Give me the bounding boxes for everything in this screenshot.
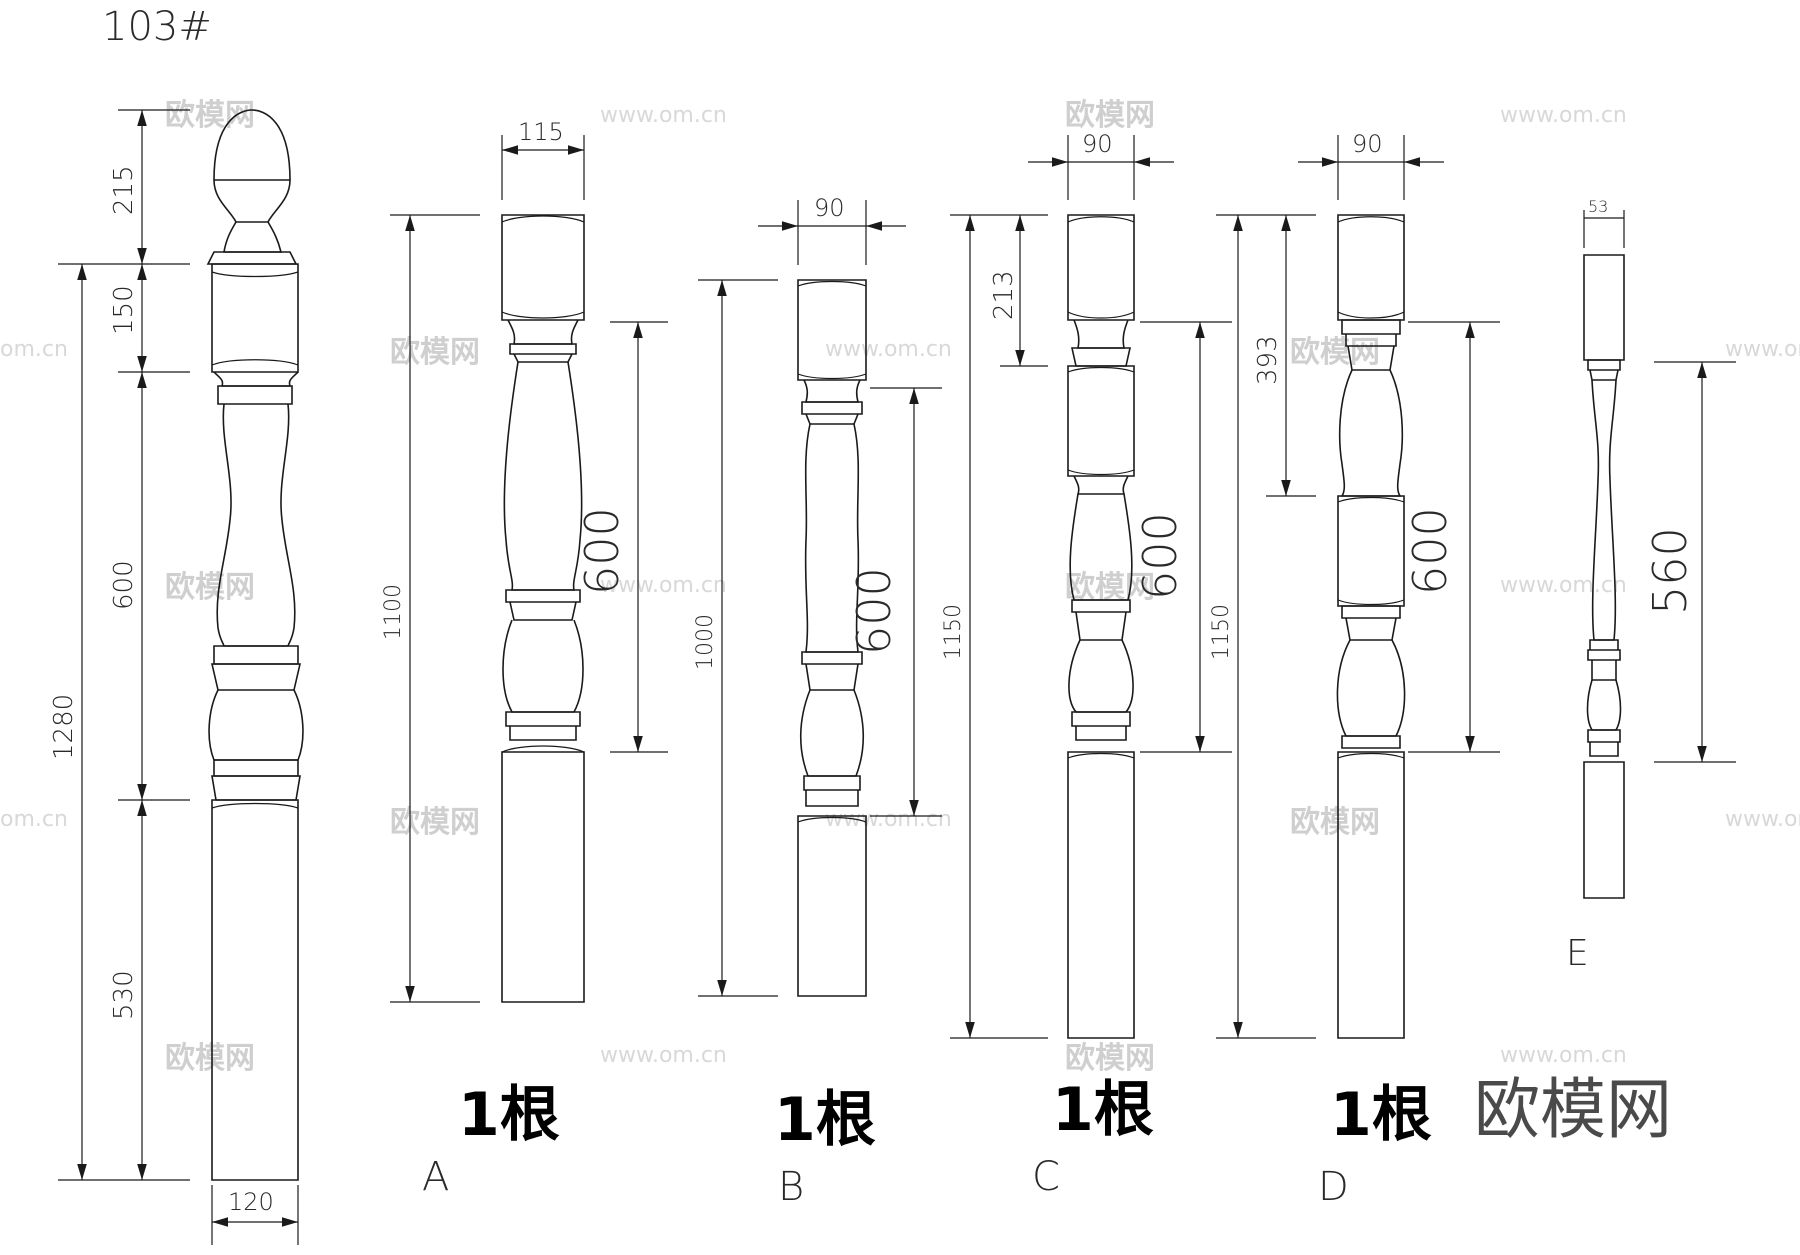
dim-text: 90 — [814, 194, 845, 222]
dim-text: 393 — [1253, 335, 1283, 385]
lower-bulb — [502, 619, 584, 713]
base-block — [1337, 751, 1405, 1039]
watermark-site: www.om.cn — [825, 807, 952, 832]
ring-b — [217, 385, 293, 405]
base-block — [797, 815, 867, 997]
column-letter: A — [422, 1154, 449, 1200]
watermark-site: www.om.cn — [1500, 103, 1627, 128]
middle-block — [1337, 495, 1405, 607]
watermarks: 欧模网 www.om.cn 欧模网 www.om.cn om.cn 欧模网 ww… — [0, 98, 1800, 1076]
watermark-site: www.om.cn — [1500, 1043, 1627, 1068]
baluster-a: 115 1100 600 1根 A — [381, 118, 668, 1200]
watermark-brand: 欧模网 — [165, 98, 255, 133]
dim-text: 213 — [989, 270, 1019, 320]
quantity-label: 1根 — [1052, 1075, 1154, 1145]
base-curve — [211, 802, 299, 809]
dim-text: 115 — [518, 118, 564, 146]
lower-bulb — [208, 689, 304, 761]
column-letter: C — [1032, 1154, 1060, 1200]
main-newel-post: 215 150 600 530 1280 120 — [49, 109, 304, 1245]
watermark-site: www.om.cn — [1725, 337, 1800, 362]
upper-block — [211, 263, 299, 373]
watermark-site: www.om.cn — [825, 337, 952, 362]
quantity-label: 1根 — [458, 1080, 560, 1150]
quantity-label: 1根 — [1330, 1080, 1432, 1150]
dim-text: 1000 — [693, 614, 718, 670]
drawing-id-label: 103# — [102, 4, 212, 50]
middle-block — [1067, 365, 1135, 477]
top-block — [797, 279, 867, 381]
quantity-label: 1根 — [774, 1085, 876, 1155]
baluster-c: 90 1150 213 600 1根 C — [941, 130, 1232, 1200]
watermark-fragment: om.cn — [0, 807, 68, 832]
watermark-site: www.om.cn — [1500, 573, 1627, 598]
dim-text: 1150 — [1209, 604, 1234, 660]
watermark-brand: 欧模网 — [1065, 1041, 1155, 1076]
watermark-site: www.om.cn — [600, 103, 727, 128]
ring-d — [210, 663, 302, 691]
ring-a — [213, 371, 299, 387]
column-letter: E — [1566, 933, 1589, 974]
column-letter: D — [1318, 1164, 1349, 1210]
base-shaft — [211, 799, 299, 1181]
lower-bulb — [1586, 679, 1622, 731]
lower-bulb — [1068, 639, 1134, 713]
watermark-site: www.om.cn — [600, 1043, 727, 1068]
top-block — [501, 214, 585, 321]
dim-text: 1150 — [941, 604, 966, 660]
baluster-e: 53 560 E — [1566, 197, 1736, 974]
dim-text: 215 — [109, 165, 139, 215]
dim-text: 90 — [1352, 130, 1383, 158]
watermark-brand: 欧模网 — [165, 570, 255, 605]
baluster-d: 90 1150 393 600 1根 D — [1209, 130, 1500, 1210]
vase-body — [503, 361, 583, 591]
ring-e — [213, 759, 299, 777]
dim-text: 120 — [228, 1188, 274, 1216]
base-block — [1067, 751, 1135, 1039]
top-block — [1583, 254, 1625, 361]
baluster-b: 90 1000 600 1根 B — [693, 194, 942, 1210]
brand-logo: 欧模网 — [1474, 1071, 1672, 1148]
watermark-brand: 欧模网 — [1290, 335, 1380, 370]
collar — [223, 221, 283, 253]
watermark-brand: 欧模网 — [390, 805, 480, 840]
ring-c — [213, 645, 299, 665]
column-letter: B — [778, 1164, 804, 1210]
dim-text: 600 — [1403, 507, 1457, 595]
ring-f — [211, 775, 301, 801]
dim-text: 1280 — [49, 694, 79, 760]
dim-text: 600 — [575, 507, 629, 595]
watermark-brand: 欧模网 — [165, 1041, 255, 1076]
shaft — [1591, 379, 1617, 641]
dim-text: 150 — [109, 285, 139, 335]
lower-bulb — [799, 689, 865, 777]
dim-text: 90 — [1082, 130, 1113, 158]
watermark-brand: 欧模网 — [1065, 98, 1155, 133]
dim-text: 53 — [1588, 197, 1608, 216]
dim-text: 600 — [109, 560, 139, 610]
dim-text: 1100 — [381, 584, 406, 640]
vase-body — [1338, 369, 1404, 497]
base-block — [1583, 761, 1625, 899]
base-block — [501, 751, 585, 1003]
lower-bulb — [1336, 639, 1406, 737]
dim-text: 530 — [109, 970, 139, 1020]
watermark-brand: 欧模网 — [390, 335, 480, 370]
finial-neck — [213, 179, 291, 223]
watermark-brand: 欧模网 — [1065, 570, 1155, 605]
vase-body — [216, 403, 296, 647]
watermark-brand: 欧模网 — [1290, 805, 1380, 840]
upper-block-curve — [211, 271, 299, 366]
top-block — [1067, 214, 1135, 321]
dim-text: 560 — [1643, 527, 1697, 615]
finial-shape — [213, 109, 291, 181]
watermark-site: www.om.cn — [1725, 807, 1800, 832]
top-block — [1337, 214, 1405, 321]
watermark-fragment: om.cn — [0, 337, 68, 362]
dim-text: 600 — [1133, 512, 1187, 600]
watermark-site: www.om.cn — [600, 573, 727, 598]
dim-text: 600 — [847, 567, 901, 655]
collar-ring — [206, 251, 298, 265]
